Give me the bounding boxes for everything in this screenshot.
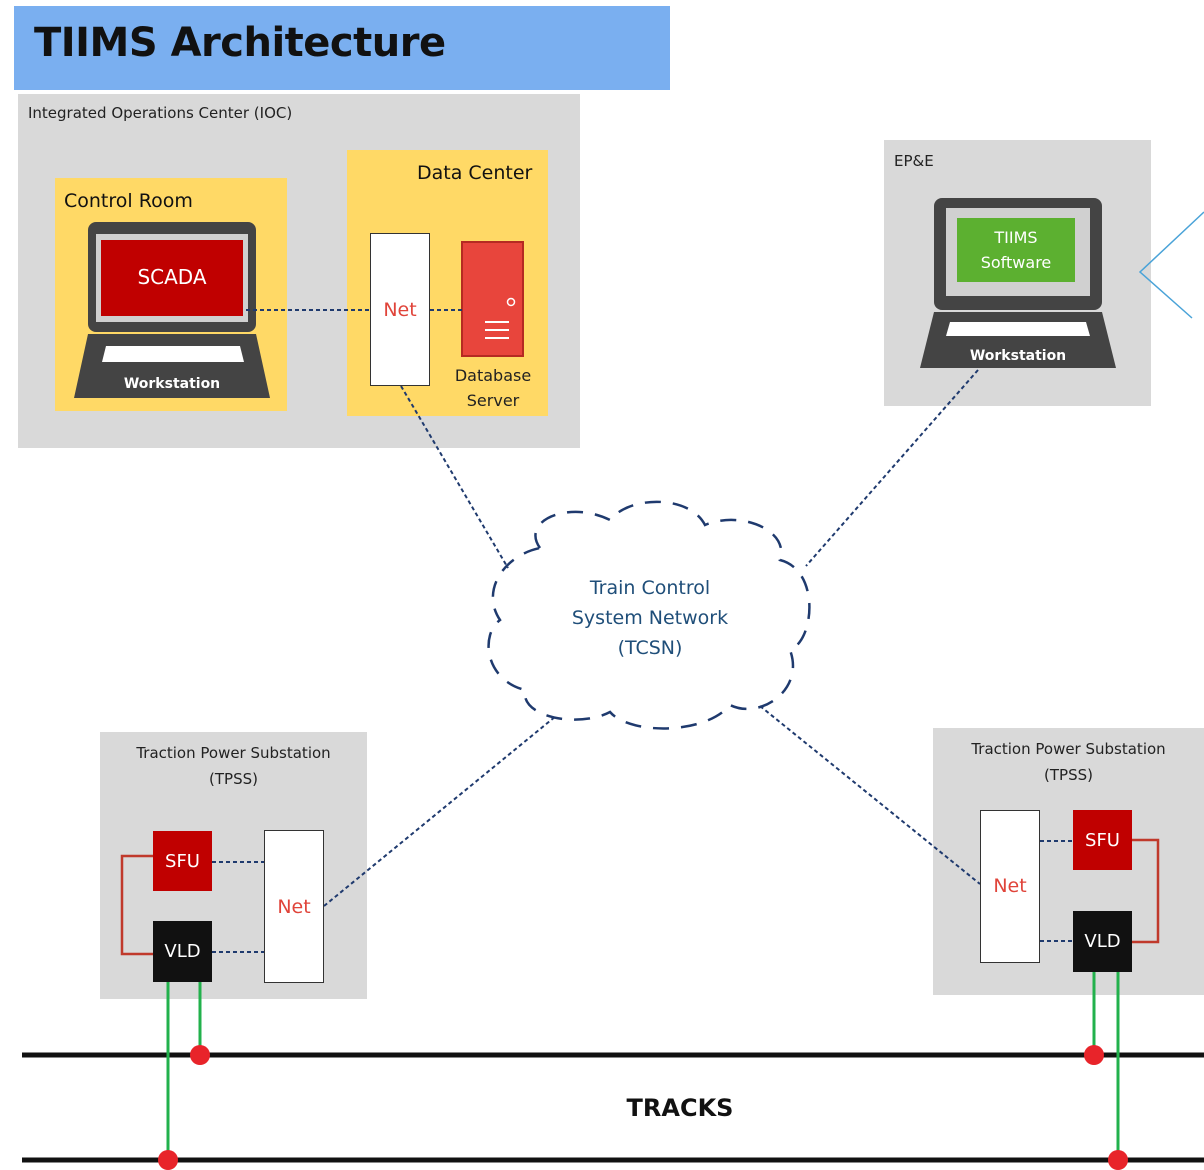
tpss-right-sfu: SFU	[1073, 810, 1132, 870]
cloud-label-line2: System Network	[571, 607, 729, 629]
scada-screen-label: SCADA	[137, 265, 207, 289]
left-sfu-vld-link	[120, 854, 153, 956]
tpss-right-net-label: Net	[993, 875, 1027, 897]
tcsn-cloud-icon	[487, 500, 811, 730]
ioc-label: Integrated Operations Center (IOC)	[28, 104, 293, 122]
tiims-screen-line1: TIIMS	[994, 228, 1038, 247]
scada-workstation-label: Workstation	[123, 376, 221, 392]
link-epe-cloud	[805, 369, 979, 567]
database-server-label-line1: Database	[454, 366, 532, 385]
epe-label: EP&E	[894, 152, 934, 170]
callout-pointer	[1138, 211, 1204, 319]
ground-connections	[166, 972, 1120, 1162]
tpss-right-net-box	[980, 810, 1040, 963]
cloud-label-line1: Train Control	[589, 577, 711, 599]
link-tpss-left-cloud	[323, 715, 557, 907]
tpss-right-label-line2: (TPSS)	[1044, 766, 1093, 784]
tiims-screen-line2: Software	[980, 253, 1052, 272]
cloud-label-line3: (TCSN)	[617, 637, 683, 659]
tpss-left-label-line1: Traction Power Substation	[136, 744, 331, 762]
datacenter-net-label: Net	[383, 299, 417, 321]
link-tpss-right-cloud	[759, 705, 981, 885]
title-banner	[14, 6, 670, 90]
diagram-title: TIIMS Architecture	[34, 20, 446, 66]
network-links	[212, 309, 1073, 953]
database-server-label-line2: Server	[466, 391, 520, 410]
right-sfu-vld-link	[1132, 838, 1160, 944]
tracks-label: TRACKS	[626, 1094, 734, 1122]
link-datacenter-cloud	[400, 385, 509, 569]
database-server-icon	[461, 241, 524, 357]
tiims-laptop-icon	[920, 198, 1116, 368]
tiims-workstation-label: Workstation	[969, 348, 1067, 364]
tpss-left-label-line2: (TPSS)	[209, 770, 258, 788]
tpss-right-label-line1: Traction Power Substation	[971, 740, 1166, 758]
data-center-label: Data Center	[417, 162, 533, 184]
tpss-left-sfu: SFU	[153, 831, 212, 891]
scada-laptop-icon	[74, 222, 270, 398]
tpss-left-net-label: Net	[277, 896, 311, 918]
tpss-right-vld: VLD	[1073, 911, 1132, 972]
track-junctions	[158, 1045, 1128, 1170]
tpss-left-vld: VLD	[153, 921, 212, 982]
tpss-left-net-box	[264, 830, 324, 983]
control-room-label: Control Room	[64, 190, 193, 212]
datacenter-net-box	[370, 233, 430, 386]
